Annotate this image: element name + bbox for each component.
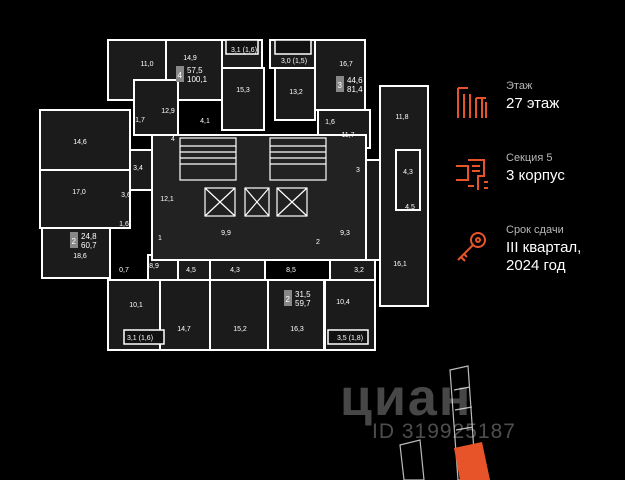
- balconies: [123, 39, 369, 345]
- living-area: 57,5: [187, 66, 203, 75]
- room-area-label: 4,1: [200, 118, 210, 125]
- cian-watermark: циан: [340, 369, 473, 427]
- section-value: 3 корпус: [506, 167, 565, 184]
- room-area-label: 3,4: [133, 165, 143, 172]
- living-area: 44,6: [347, 76, 363, 85]
- selected-section: [454, 442, 490, 480]
- room-area-label: 12,1: [160, 196, 174, 203]
- info-deadline: Срок сдачи III квартал, 2024 год: [450, 224, 620, 296]
- room-count-badge: [70, 232, 78, 248]
- room-count-badge: [336, 76, 344, 92]
- room-area-label: 14,6: [73, 139, 87, 146]
- section-label: Секция 5: [506, 152, 553, 164]
- room-area-label: 9,3: [340, 230, 350, 237]
- deadline-label: Срок сдачи: [506, 224, 564, 236]
- room-area-label: 8,9: [149, 263, 159, 270]
- total-area: 81,4: [347, 85, 363, 94]
- room-area-label: 4,3: [230, 267, 240, 274]
- room-area-label: 3,1 (1,6): [127, 335, 153, 342]
- room-area-label: 1,6: [325, 119, 335, 126]
- core-zone: [151, 134, 367, 261]
- room-area-label: 1: [158, 235, 162, 242]
- room-count: 4: [178, 71, 183, 80]
- room-area-label: 11,0: [140, 61, 153, 68]
- living-area: 24,8: [81, 232, 97, 241]
- apartment-tag[interactable]: 2 24,860,7: [70, 232, 97, 250]
- apartment-tag[interactable]: 2 31,559,7: [284, 290, 311, 308]
- room-area-label: 11,8: [395, 114, 408, 121]
- stairs: [179, 137, 327, 217]
- total-area: 60,7: [81, 241, 97, 250]
- room-area-label: 10,1: [129, 302, 143, 309]
- room-area-label: 3: [356, 167, 360, 174]
- room-area-label: 11,7: [341, 132, 354, 139]
- room-area-label: 0,7: [119, 267, 129, 274]
- room-area-label: 18,6: [73, 253, 87, 260]
- total-area: 59,7: [295, 299, 311, 308]
- info-panel: Этаж 27 этаж Секция 5 3 корпус Сро: [450, 80, 620, 296]
- room-area-label: 16,1: [393, 261, 407, 268]
- info-floor: Этаж 27 этаж: [450, 80, 620, 152]
- watermark-id: ID 319925187: [372, 420, 516, 443]
- building-thumbnail: [399, 365, 490, 480]
- info-section: Секция 5 3 корпус: [450, 152, 620, 224]
- room-count: 3: [338, 81, 343, 90]
- room-area-label: 4,5: [405, 204, 415, 211]
- floor-label: Этаж: [506, 80, 533, 92]
- room-count: 2: [286, 295, 291, 304]
- room-area-label: 3,0 (1,5): [281, 58, 307, 65]
- room-area-label: 1,7: [135, 117, 145, 124]
- deadline-value: III квартал, 2024 год: [506, 239, 582, 274]
- room-area-label: 14,7: [177, 326, 191, 333]
- floor-icon: [457, 87, 487, 118]
- living-area: 31,5: [295, 290, 311, 299]
- room-area-label: 16,3: [290, 326, 304, 333]
- room-area-label: 4: [171, 136, 175, 143]
- floor-value: 27 этаж: [506, 95, 560, 112]
- room-area-label: 4,3: [403, 169, 413, 176]
- room-area-label: 15,3: [236, 87, 250, 94]
- apartment-tag[interactable]: 3 44,681,4: [336, 76, 363, 94]
- room-area-label: 12,9: [161, 108, 175, 115]
- room-area-label: 15,2: [233, 326, 247, 333]
- room-area-label: 13,2: [289, 89, 303, 96]
- room-area-label: 17,0: [72, 189, 86, 196]
- room-area-label: 3,6: [121, 192, 131, 199]
- key-icon: [457, 232, 486, 262]
- room-area-label: 4,5: [186, 267, 196, 274]
- total-area: 100,1: [187, 75, 208, 84]
- room-count: 2: [72, 237, 77, 246]
- room-area-label: 3,2: [354, 267, 364, 274]
- room-area-label: 9,9: [221, 230, 231, 237]
- room-count-badge: [284, 290, 292, 306]
- room-area-label: 10,4: [336, 299, 350, 306]
- room-area-label: 1,6: [119, 221, 129, 228]
- room-area-label: 3,5 (1,8): [337, 335, 363, 342]
- room-area-label: 14,9: [183, 55, 197, 62]
- room-area-label: 16,7: [339, 61, 353, 68]
- section-icon: [456, 159, 488, 190]
- room-area-label: 8,5: [286, 267, 296, 274]
- room-count-badge: [176, 66, 184, 82]
- room-area-label: 3,1 (1,6): [231, 47, 257, 54]
- room-area-label: 2: [316, 239, 320, 246]
